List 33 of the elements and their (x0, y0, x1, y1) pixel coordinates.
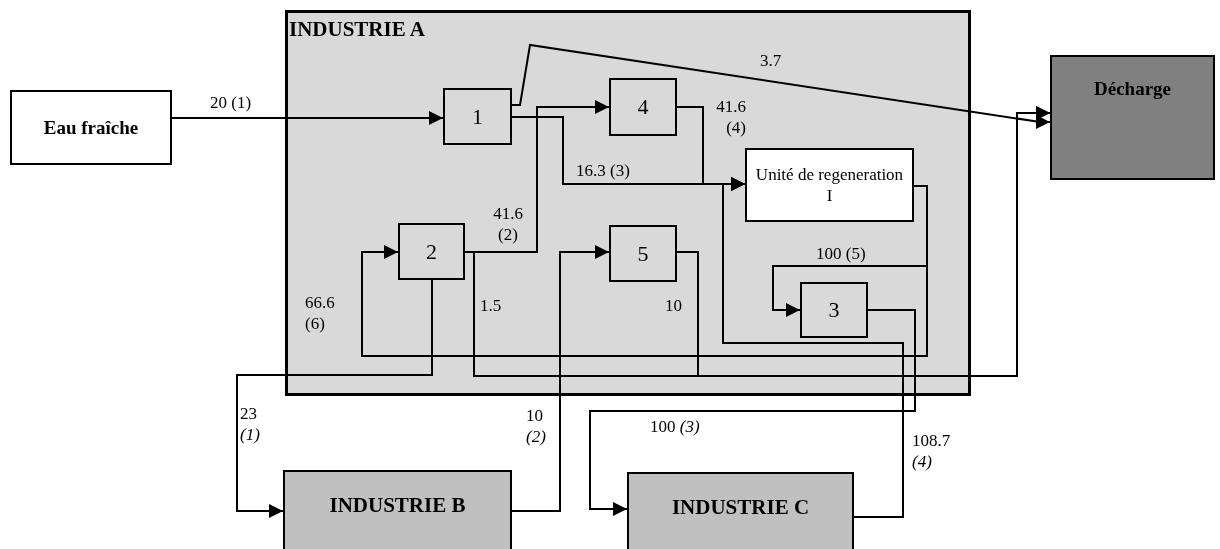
process-box: 3 (800, 282, 868, 338)
edge-label: 16.3 (3) (576, 160, 631, 182)
process-box: 5 (609, 225, 677, 282)
flow-arrow (676, 106, 1051, 377)
edge-label: 10 (665, 295, 683, 317)
edge-label: 1.5 (480, 295, 503, 317)
process-box: 1 (443, 88, 512, 145)
flow-arrow (236, 279, 433, 518)
edge-label: 41.6 (4) (715, 96, 746, 139)
flow-arrow (589, 309, 916, 516)
flow-arrow (171, 111, 444, 125)
process-box: 4 (609, 78, 677, 136)
edge-label: 66.6 (6) (305, 292, 336, 335)
edge-label: 100 (5) (816, 243, 867, 265)
edge-label: 100 (3) (650, 416, 701, 438)
edge-label: 20 (1) (210, 92, 253, 114)
discharge-box: Décharge (1050, 55, 1215, 180)
industry-box: INDUSTRIE C (627, 472, 854, 549)
flow-arrow (722, 177, 904, 518)
container-title: INDUSTRIE A (289, 19, 425, 40)
industry-container (285, 10, 971, 396)
edge-label: 108.7 (4) (912, 430, 952, 473)
flow-arrow (361, 185, 928, 357)
edge-label: 3.7 (760, 50, 783, 72)
process-box: 2 (398, 223, 465, 280)
process-box: Eau fraîche (10, 90, 172, 165)
flow-arrow (511, 43, 1051, 129)
edge-label: 10 (2) (526, 405, 547, 448)
edge-label: 23 (1) (240, 403, 261, 446)
regeneration-box: Unité de regeneration I (745, 148, 914, 222)
industry-box: INDUSTRIE B (283, 470, 512, 549)
edge-label: 41.6 (2) (492, 203, 524, 246)
flow-arrow (511, 245, 610, 512)
